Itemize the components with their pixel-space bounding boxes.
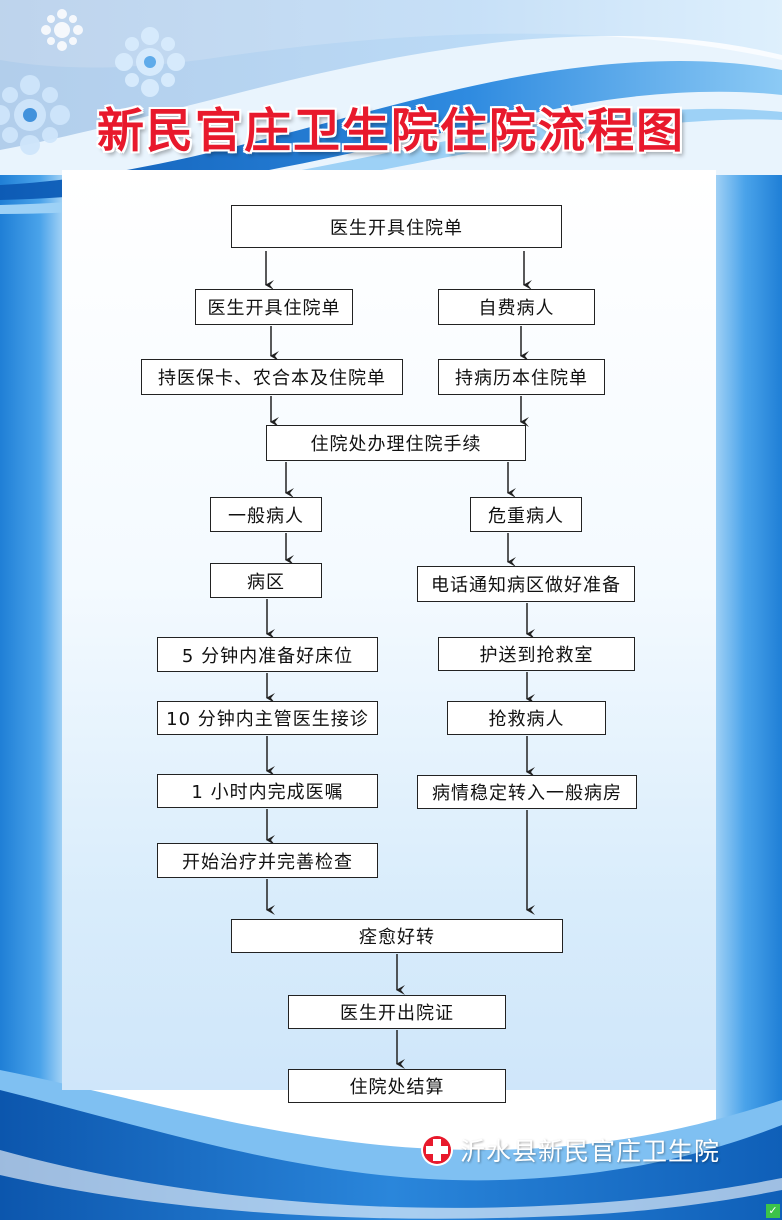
snowflake-icon <box>41 9 83 51</box>
flow-step-end1: 医生开出院证 <box>288 995 506 1029</box>
flow-step-right-b4: 抢救病人 <box>447 701 606 735</box>
flow-step-end2: 住院处结算 <box>288 1069 506 1103</box>
flow-step-left-b2: 病区 <box>210 563 322 598</box>
flow-step-right-b2: 电话通知病区做好准备 <box>417 566 635 602</box>
page-title: 新民官庄卫生院住院流程图 <box>97 104 685 159</box>
flow-step-merge2: 痊愈好转 <box>231 919 563 953</box>
flow-step-left-b5: 1 小时内完成医嘱 <box>157 774 378 808</box>
flow-step-left-b4: 10 分钟内主管医生接诊 <box>157 701 378 735</box>
flow-step-right-a1: 自费病人 <box>438 289 595 325</box>
red-cross-logo-icon <box>421 1134 453 1166</box>
snowflake-icon <box>115 27 185 97</box>
flow-step-left-b6: 开始治疗并完善检查 <box>157 843 378 878</box>
flow-step-right-b1: 危重病人 <box>470 497 582 532</box>
flow-step-left-b3: 5 分钟内准备好床位 <box>157 637 378 672</box>
flow-step-left-a2: 持医保卡、农合本及住院单 <box>141 359 403 395</box>
snowflake-icon <box>0 75 70 155</box>
flow-step-right-b5: 病情稳定转入一般病房 <box>417 775 637 809</box>
hospital-name: 沂水县新民官庄卫生院 <box>460 1137 721 1166</box>
flow-step-top: 医生开具住院单 <box>231 205 562 248</box>
footer: 沂水县新民官庄卫生院 <box>420 1130 720 1170</box>
flow-step-merge1: 住院处办理住院手续 <box>266 425 526 461</box>
flow-step-right-b3: 护送到抢救室 <box>438 637 635 671</box>
flow-step-left-a1: 医生开具住院单 <box>195 289 353 325</box>
check-badge-icon: ✓ <box>766 1204 780 1218</box>
flow-step-right-a2: 持病历本住院单 <box>438 359 605 395</box>
flow-step-left-b1: 一般病人 <box>210 497 322 532</box>
